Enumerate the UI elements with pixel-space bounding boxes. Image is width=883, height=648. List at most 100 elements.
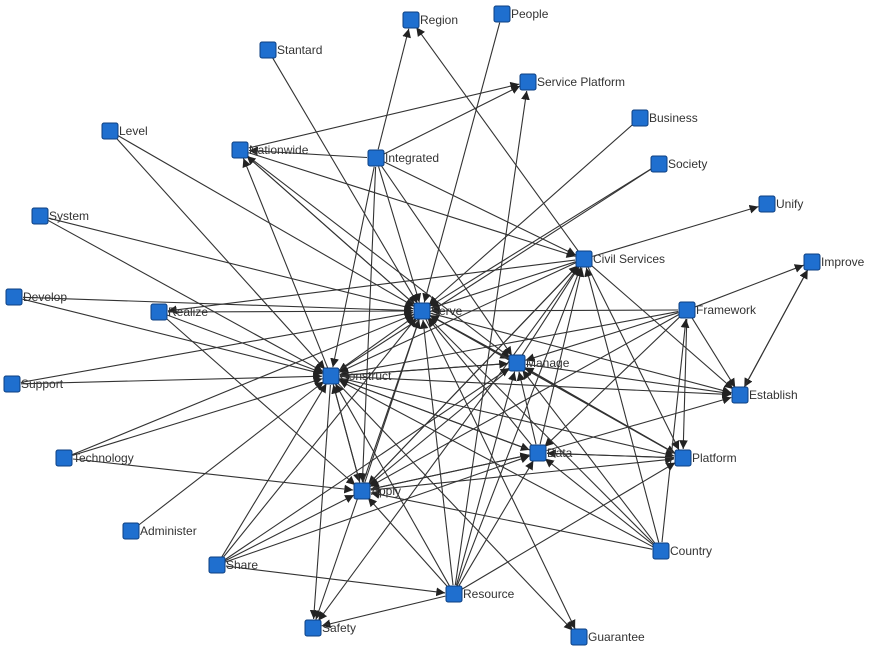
node-service-platform[interactable]: Service Platform [519,73,625,91]
edge-integrated-to-region [377,28,411,150]
node-box-country[interactable] [652,542,670,560]
node-box-serve[interactable] [413,302,431,320]
node-develop[interactable]: Develop [5,288,67,306]
node-box-region[interactable] [402,11,420,29]
node-people[interactable]: People [493,5,549,23]
node-apply[interactable]: Apply [353,482,401,500]
node-standard[interactable]: Stantard [259,41,322,59]
node-realize[interactable]: Realize [150,303,208,321]
node-box-framework[interactable] [678,301,696,319]
edge-resource-to-data [458,460,534,587]
node-data[interactable]: Data [529,444,573,462]
node-box-nationwide[interactable] [231,141,249,159]
node-region[interactable]: Region [402,11,458,29]
node-resource[interactable]: Resource [445,585,515,603]
node-box-establish[interactable] [731,386,749,404]
edge-share-to-resource [225,565,446,597]
node-box-construct[interactable] [322,367,340,385]
edge-country-to-manage [522,369,656,545]
edge-realize-to-serve [167,306,414,316]
node-integrated[interactable]: Integrated [367,149,439,167]
node-serve[interactable]: Serve [413,302,463,320]
node-technology[interactable]: Technology [55,449,134,467]
node-label-unify: Unify [776,197,803,211]
node-box-service-platform[interactable] [519,73,537,91]
node-label-develop: Develop [23,290,67,304]
node-support[interactable]: Support [3,375,64,393]
node-guarantee[interactable]: Guarantee [570,628,645,646]
node-box-civil-services[interactable] [575,250,593,268]
edge-integrated-to-civil_services [383,161,577,256]
edge-people-to-serve [422,22,501,303]
node-box-people[interactable] [493,5,511,23]
node-safety[interactable]: Safety [304,619,356,637]
node-box-share[interactable] [208,556,226,574]
edge-apply-to-data [370,452,530,490]
edge-framework-to-construct [339,311,679,378]
node-manage[interactable]: Manage [508,354,570,372]
node-share[interactable]: Share [208,556,258,574]
node-box-integrated[interactable] [367,149,385,167]
edge-country-to-framework [661,318,690,543]
node-construct[interactable]: Construct [322,367,392,385]
node-box-business[interactable] [631,109,649,127]
edge-manage-to-establish [525,363,732,397]
edge-framework-to-apply [369,313,680,488]
node-box-improve[interactable] [803,253,821,271]
edge-support-to-construct [20,372,323,385]
node-box-resource[interactable] [445,585,463,603]
node-box-guarantee[interactable] [570,628,588,646]
node-label-share: Share [226,558,258,572]
edge-civil_services-to-safety [317,265,580,622]
node-box-level[interactable] [101,122,119,140]
node-country[interactable]: Country [652,542,712,560]
node-box-data[interactable] [529,444,547,462]
node-framework[interactable]: Framework [678,301,757,319]
edge-develop-to-serve [22,296,414,315]
edge-manage-to-civil_services [521,266,580,356]
node-label-platform: Platform [692,451,737,465]
node-box-unify[interactable] [758,195,776,213]
node-civil-services[interactable]: Civil Services [575,250,665,268]
node-level[interactable]: Level [101,122,148,140]
node-box-manage[interactable] [508,354,526,372]
node-box-administer[interactable] [122,522,140,540]
node-unify[interactable]: Unify [758,195,803,213]
node-box-support[interactable] [3,375,21,393]
edge-technology-to-construct [72,376,323,456]
node-platform[interactable]: Platform [674,449,737,467]
node-improve[interactable]: Improve [803,253,865,271]
node-label-safety: Safety [322,621,356,635]
node-society[interactable]: Society [650,155,707,173]
edge-nationwide-to-service_platform [248,81,520,149]
edge-share-to-apply [224,494,355,562]
node-label-civil-services: Civil Services [593,252,665,266]
node-box-society[interactable] [650,155,668,173]
edge-serve-to-safety [314,319,420,620]
node-box-apply[interactable] [353,482,371,500]
node-business[interactable]: Business [631,109,698,127]
node-label-establish: Establish [749,388,798,402]
edge-system-to-construct [47,219,324,373]
edge-nationwide-to-manage [246,155,511,358]
node-system[interactable]: System [31,207,89,225]
node-nationwide[interactable]: Nationwide [231,141,309,159]
node-administer[interactable]: Administer [122,522,197,540]
node-establish[interactable]: Establish [731,386,798,404]
node-box-technology[interactable] [55,449,73,467]
edge-civil_services-to-construct [338,262,577,373]
node-box-system[interactable] [31,207,49,225]
node-box-realize[interactable] [150,303,168,321]
edge-level-to-construct [115,137,326,370]
edge-construct-to-nationwide [242,158,329,368]
edge-integrated-to-serve [378,166,422,303]
edge-construct-to-safety [309,384,331,620]
edge-system-to-serve [48,217,414,311]
node-box-safety[interactable] [304,619,322,637]
node-box-develop[interactable] [5,288,23,306]
node-box-platform[interactable] [674,449,692,467]
node-box-standard[interactable] [259,41,277,59]
edge-country-to-data [544,458,655,546]
